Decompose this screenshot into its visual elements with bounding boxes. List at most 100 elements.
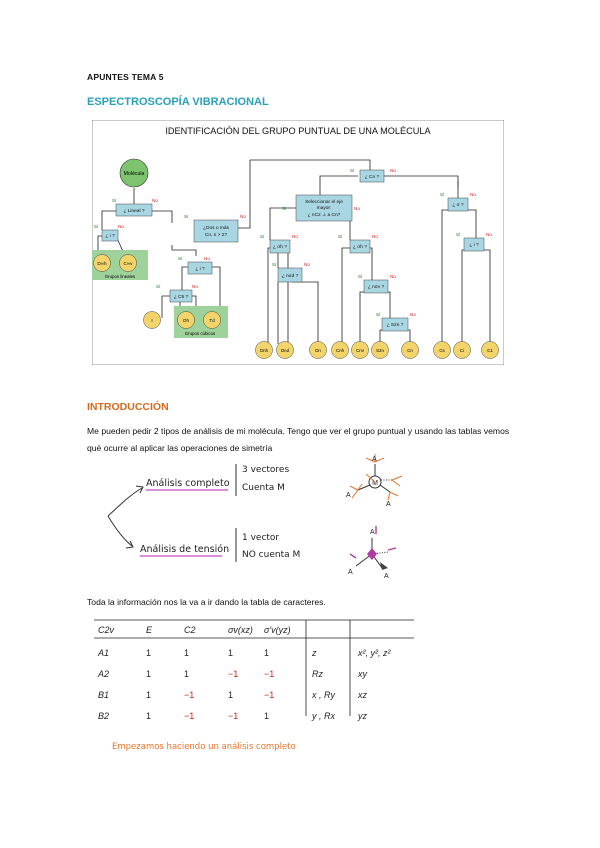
group-node (401, 341, 419, 359)
group-dnh: Dnh (260, 348, 269, 353)
yes-label: Sí (440, 192, 445, 197)
group-node (481, 341, 499, 359)
table-cell: 1 (228, 648, 233, 658)
full-analysis-label: Análisis completo (146, 478, 230, 489)
q-nsd: ¿ nσd ? (282, 273, 299, 279)
atom-a: A (372, 456, 377, 463)
table-cell: z (311, 648, 317, 658)
q-s2n: ¿ S2n ? (387, 322, 404, 328)
table-cell: y , Rx (311, 711, 336, 721)
group-s2n: S2n (376, 348, 384, 353)
atom-a: A (370, 529, 375, 536)
group-node (276, 341, 294, 359)
yes-label: Sí (350, 168, 355, 173)
yes-label: Sí (156, 284, 161, 289)
q-perp-2: mayor: (317, 205, 332, 211)
full-analysis-molecule: M A A A (346, 454, 403, 508)
group-cs: Cs (439, 348, 445, 353)
no-label: No (304, 262, 310, 267)
q-cubic-2: Cn, n > 2? (205, 232, 228, 238)
group-cinfv: C∞v (124, 261, 134, 266)
table-cell: 1 (146, 669, 151, 679)
q-linear: ¿ Lineal ? (123, 208, 144, 214)
yes-label: Sí (178, 256, 183, 261)
atom-a: A (348, 569, 353, 576)
group-dn: Dn (315, 348, 321, 353)
no-label: No (390, 274, 396, 279)
cubic-groups-label: Grupos cúbicos (185, 331, 216, 336)
yes-label: Sí (272, 262, 277, 267)
no-label: No (118, 224, 124, 229)
table-cell: −1 (228, 711, 238, 721)
group-node (255, 341, 273, 359)
flowchart-title: IDENTIFICACIÓN DEL GRUPO PUNTUAL DE UNA … (165, 126, 431, 136)
table-cell: −1 (264, 669, 274, 679)
group-node (453, 341, 471, 359)
group-oh: Oh (183, 318, 190, 323)
table-cell: x , Ry (311, 690, 336, 700)
table-cell: 1 (264, 711, 269, 721)
group-ci: Ci (460, 348, 464, 353)
group-c1: C1 (487, 348, 493, 353)
no-label: No (292, 234, 298, 239)
group-node (351, 341, 369, 359)
q-inversion-cubic: ¿ i ? (195, 266, 205, 272)
q-sigma: ¿ σ ? (452, 202, 464, 208)
table-cell: xz (357, 690, 368, 700)
intro-heading: INTRODUCCIÓN (87, 401, 169, 413)
table-cell: 1 (228, 690, 233, 700)
no-label: No (486, 232, 492, 237)
point-group-flowchart: IDENTIFICACIÓN DEL GRUPO PUNTUAL DE UNA … (92, 120, 504, 365)
group-node (309, 341, 327, 359)
group-node (119, 254, 137, 272)
table-cell: 1 (146, 690, 151, 700)
table-cell: xy (357, 669, 368, 679)
table-cell: Rz (312, 669, 323, 679)
table-header-cell: C2v (98, 625, 115, 635)
q-nsv: ¿ nσv ? (368, 284, 385, 290)
table-cell: 1 (146, 711, 151, 721)
table-cell: −1 (228, 669, 238, 679)
irrep-label: B2 (98, 711, 109, 721)
group-node (371, 341, 389, 359)
no-label: No (470, 192, 476, 197)
q-cubic-1: ¿Dos o más (203, 225, 229, 231)
no-label: No (372, 234, 378, 239)
atom-a: A (346, 492, 351, 499)
table-cell: −1 (184, 690, 194, 700)
group-cnv: Cnv (356, 348, 365, 353)
table-cell: 1 (264, 648, 269, 658)
yes-label: Sí (456, 232, 461, 237)
table-cell: 1 (146, 648, 151, 658)
start-node (119, 158, 149, 188)
no-label: No (240, 214, 246, 219)
atom-a: A (384, 573, 389, 580)
q-cn: ¿ Cn ? (365, 174, 380, 180)
group-node (93, 254, 111, 272)
q-inversion: ¿ i ? (105, 233, 115, 239)
q-i: ¿ i ? (469, 242, 479, 248)
group-i: I (151, 318, 152, 323)
start-node-label: Molécula (124, 171, 145, 177)
course-title: APUNTES TEMA 5 (87, 72, 164, 82)
q-sh-1: ¿ σh ? (273, 244, 287, 250)
full-note-1: 3 vectores (242, 465, 289, 475)
table-header-cell: E (146, 625, 153, 635)
group-dinfh: D∞h (97, 261, 107, 266)
table-note: Empezamos haciendo un análisis completo (112, 742, 296, 752)
table-header-cell: C2 (184, 625, 196, 635)
group-td: Td (209, 318, 215, 323)
group-node (203, 311, 221, 329)
yes-label: Sí (358, 274, 363, 279)
yes-label: Sí (94, 224, 99, 229)
table-cell: −1 (184, 711, 194, 721)
group-cn: Cn (407, 348, 413, 353)
tension-analysis-label: Análisis de tensión (140, 544, 229, 555)
yes-label: Sí (112, 198, 117, 203)
table-cell: yz (357, 711, 368, 721)
irrep-label: A2 (97, 669, 109, 679)
q-perp-3: ¿ nC2 ⊥ a Cn? (308, 212, 341, 218)
no-label: No (192, 284, 198, 289)
tension-note-1: 1 vector (242, 533, 279, 543)
full-note-2: Cuenta M (242, 483, 285, 493)
